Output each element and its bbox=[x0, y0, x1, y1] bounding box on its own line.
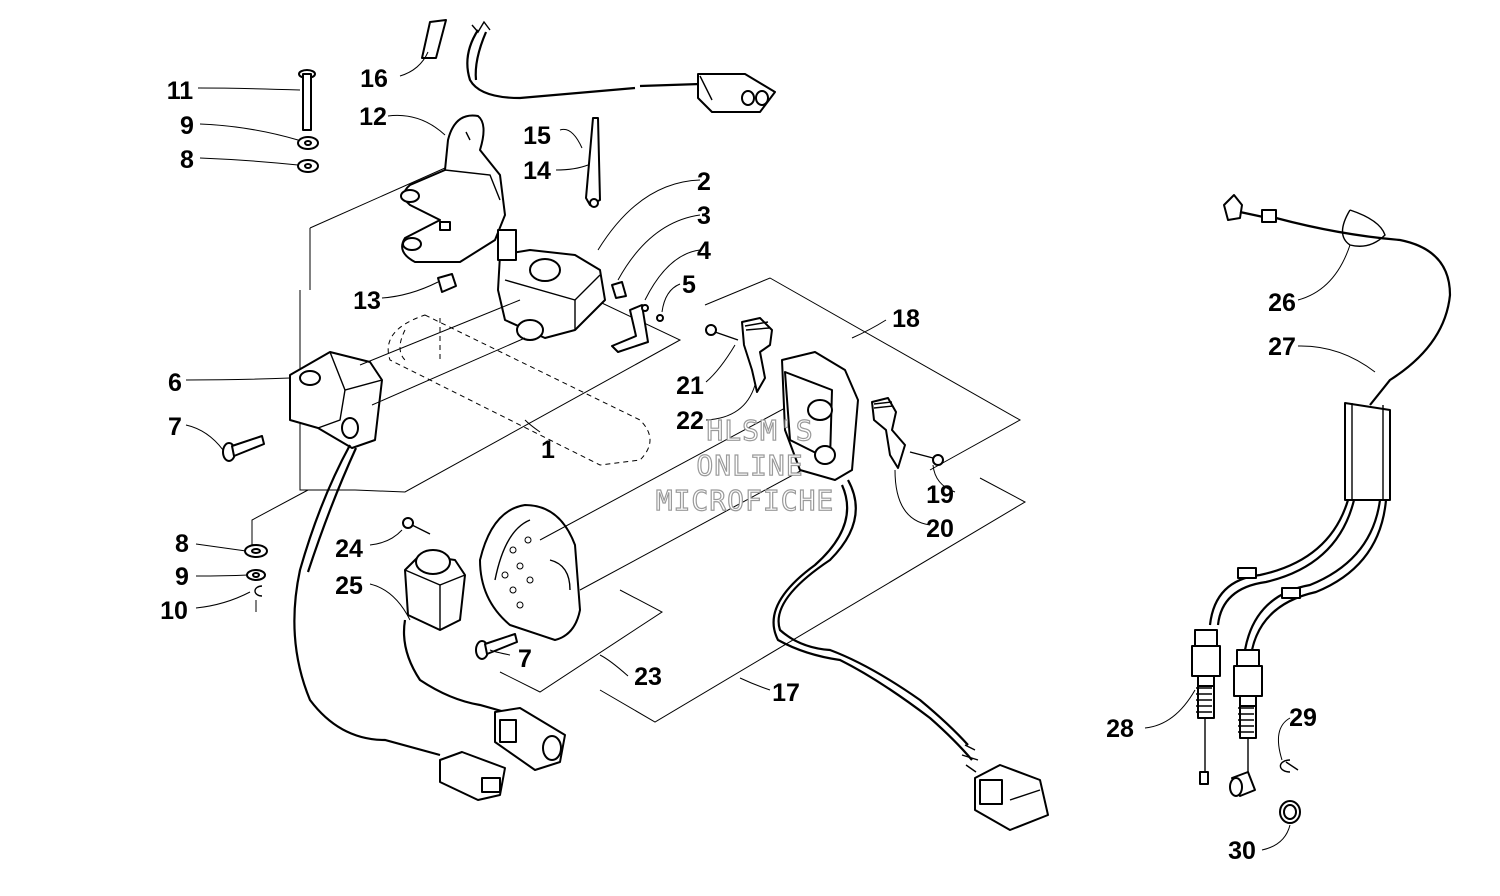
harness-part-15 bbox=[466, 20, 701, 100]
callout-26: 26 bbox=[1268, 289, 1296, 317]
button-part-25 bbox=[404, 549, 466, 631]
switch-body-part-18 bbox=[781, 351, 859, 481]
callout-12: 12 bbox=[359, 103, 387, 131]
watermark-line-2: ONLINE bbox=[696, 449, 803, 482]
watermark: HLSM'S ONLINE MICROFICHE bbox=[655, 413, 835, 517]
washer-part-9-bottom bbox=[246, 569, 266, 581]
callout-17: 17 bbox=[772, 679, 800, 707]
callout-27: 27 bbox=[1268, 333, 1296, 361]
washer-part-8-bottom bbox=[244, 544, 268, 558]
barrel-part-30-fitting bbox=[1229, 771, 1256, 797]
callout-19: 19 bbox=[926, 481, 954, 509]
throttle-lever-part-12 bbox=[400, 114, 506, 263]
callout-13: 13 bbox=[353, 287, 381, 315]
leader-lines bbox=[185, 51, 1376, 851]
callout-5: 5 bbox=[682, 271, 696, 299]
callout-15: 15 bbox=[523, 122, 551, 150]
sleeve-part-16 bbox=[421, 19, 447, 59]
housing-wire bbox=[293, 444, 441, 757]
callout-3: 3 bbox=[697, 202, 711, 230]
watermark-line-1: HLSM'S bbox=[706, 414, 813, 447]
callout-10: 10 bbox=[160, 597, 188, 625]
callout-9-top: 9 bbox=[180, 112, 194, 140]
callout-14: 14 bbox=[523, 157, 551, 185]
assembly-outlines bbox=[251, 167, 1027, 723]
clip-part-3 bbox=[611, 281, 627, 299]
screw-part-5 bbox=[656, 314, 664, 322]
callout-16: 16 bbox=[360, 65, 388, 93]
lever-part-20 bbox=[871, 397, 906, 469]
screw-part-7-left bbox=[222, 435, 265, 462]
callout-4: 4 bbox=[697, 237, 711, 265]
connector-plug-left bbox=[439, 751, 506, 801]
callout-7-bottom: 7 bbox=[518, 645, 532, 673]
clip-part-10 bbox=[254, 585, 263, 612]
washer-part-9-top bbox=[297, 136, 319, 150]
switch-housing-part-23 bbox=[479, 504, 581, 641]
cable-end-part-28 bbox=[1191, 629, 1221, 785]
callout-1: 1 bbox=[541, 436, 555, 464]
callout-9-bottom: 9 bbox=[175, 563, 189, 591]
handlebar-part-1 bbox=[387, 314, 651, 466]
cable-part-27 bbox=[1208, 216, 1452, 651]
cable-end-part-26 bbox=[1223, 194, 1386, 247]
callout-25: 25 bbox=[335, 572, 363, 600]
pin-part-14 bbox=[585, 117, 601, 208]
button-wire bbox=[402, 619, 506, 714]
plate-part-4 bbox=[611, 304, 649, 353]
callout-24: 24 bbox=[335, 535, 363, 563]
housing-part-6 bbox=[289, 351, 383, 449]
callout-23: 23 bbox=[634, 663, 662, 691]
cable-end-right bbox=[1233, 649, 1263, 775]
callout-7-left: 7 bbox=[168, 413, 182, 441]
callout-28: 28 bbox=[1106, 715, 1134, 743]
callout-2: 2 bbox=[697, 168, 711, 196]
callout-30: 30 bbox=[1228, 837, 1256, 865]
screw-part-21 bbox=[705, 324, 739, 341]
callout-6: 6 bbox=[168, 369, 182, 397]
screw-part-7-bottom bbox=[475, 633, 518, 660]
callout-labels: 1 2 3 4 5 6 7 7 8 8 9 9 10 11 12 13 14 1… bbox=[160, 65, 1317, 865]
callout-20: 20 bbox=[926, 515, 954, 543]
connector-plug-mid bbox=[494, 707, 566, 771]
switch-housing-part-2 bbox=[497, 229, 606, 341]
callout-8-bottom: 8 bbox=[175, 530, 189, 558]
callout-21: 21 bbox=[676, 372, 704, 400]
callout-29: 29 bbox=[1289, 704, 1317, 732]
callout-22: 22 bbox=[676, 407, 704, 435]
clip-part-29 bbox=[1279, 759, 1299, 773]
watermark-line-3: MICROFICHE bbox=[656, 484, 835, 517]
callout-11: 11 bbox=[167, 77, 194, 105]
connector-plug-top bbox=[697, 73, 776, 113]
lever-part-22 bbox=[741, 317, 773, 393]
screw-part-19 bbox=[909, 451, 944, 466]
connector-plug-right bbox=[974, 764, 1049, 831]
ring-part-30 bbox=[1279, 800, 1301, 824]
screw-part-24 bbox=[402, 517, 431, 535]
harness-part-17 bbox=[772, 479, 979, 773]
block-part-13 bbox=[437, 273, 457, 293]
callout-8-top: 8 bbox=[180, 146, 194, 174]
washer-part-8-top bbox=[297, 159, 319, 173]
callout-18: 18 bbox=[892, 305, 920, 333]
bolt-part-11 bbox=[298, 69, 316, 131]
